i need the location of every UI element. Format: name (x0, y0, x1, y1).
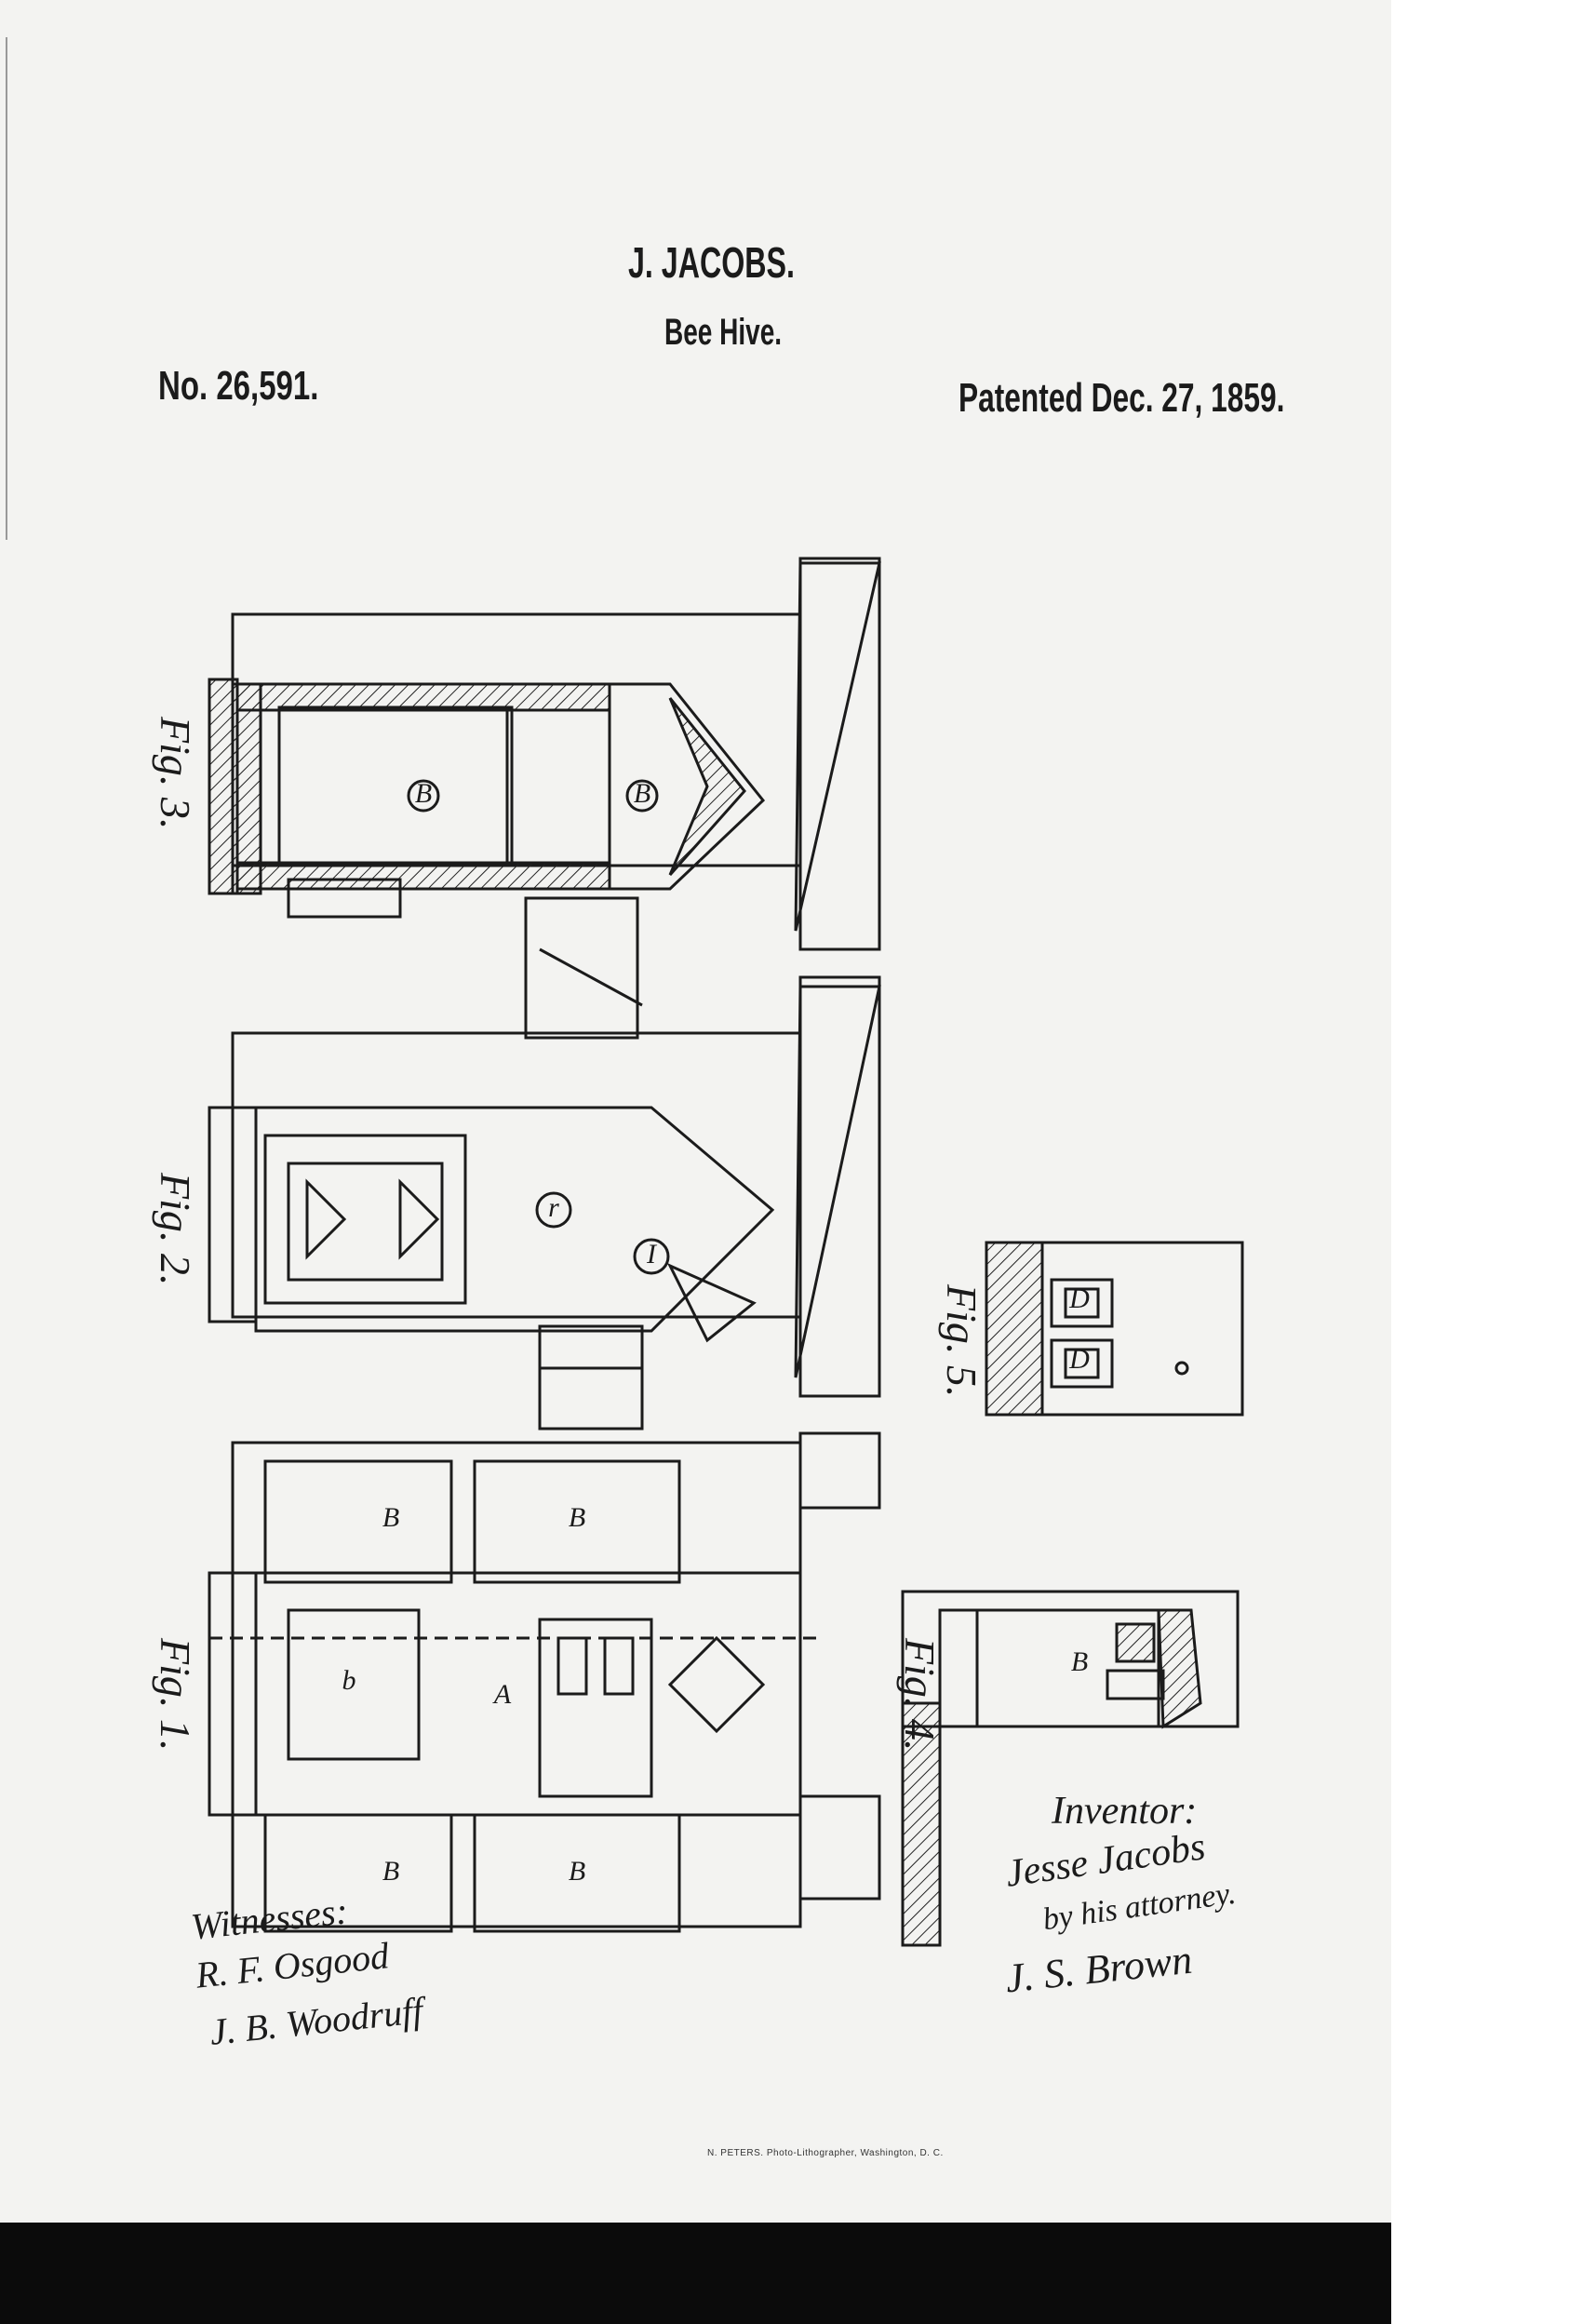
figure-3-drawing (208, 557, 881, 1040)
drawing-letter: b (342, 1665, 356, 1696)
figure-1-drawing (208, 1431, 881, 1933)
scan-edge (6, 37, 7, 540)
drawing-letter: B (415, 778, 432, 809)
figure-2-label: Fig. 2. (152, 1173, 199, 1286)
figure-1-label: Fig. 1. (152, 1638, 199, 1752)
drawing-letter: B (569, 1856, 585, 1887)
patent-title: Bee Hive. (664, 312, 783, 353)
patent-number: No. 26,591. (158, 363, 319, 409)
figure-5-label: Fig. 5. (938, 1284, 985, 1398)
figure-2-drawing (208, 975, 881, 1431)
drawing-letter: D (1068, 1283, 1090, 1314)
drawing-letter: B (634, 778, 650, 809)
drawing-letter: D (1068, 1344, 1090, 1375)
drawing-letter: B (1071, 1646, 1088, 1677)
figure-4-drawing (901, 1590, 1240, 1947)
drawing-letter: I (646, 1239, 658, 1269)
inventor-heading: J. JACOBS. (628, 238, 795, 287)
patented-date: Patented Dec. 27, 1859. (959, 375, 1285, 421)
drawing-letter: B (382, 1502, 399, 1533)
figure-5-drawing (985, 1241, 1244, 1417)
inventor-label: Inventor: (1052, 1790, 1198, 1833)
lithographer-credit: N. PETERS. Photo-Lithographer, Washingto… (707, 2148, 944, 2158)
figure-3-label: Fig. 3. (152, 717, 199, 830)
drawing-letter: B (569, 1502, 585, 1533)
drawing-letter: A (492, 1679, 512, 1710)
figure-4-label: Fig. 4. (896, 1638, 944, 1752)
drawing-letter: B (382, 1856, 399, 1887)
drawing-letter: r (548, 1192, 559, 1223)
scan-bottom-border (0, 2223, 1391, 2324)
